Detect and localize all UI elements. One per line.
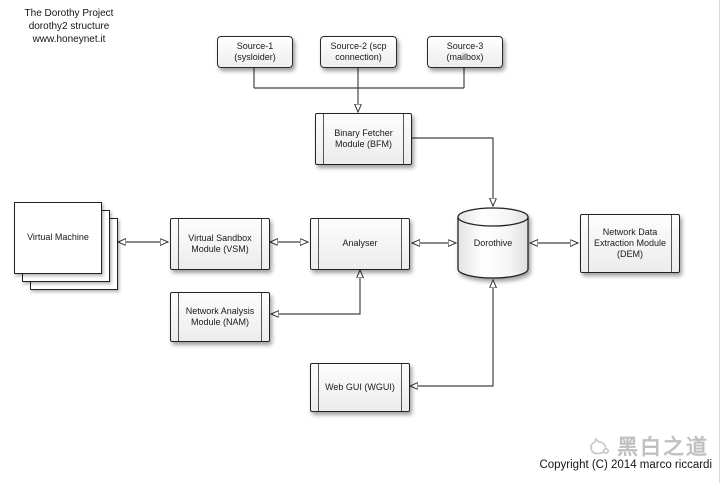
node-dem-label: Network Data Extraction Module (DEM) [593,226,667,260]
edge-sources-bus [253,66,465,89]
edge-bfm-to-dorothive [410,137,493,206]
node-dorothive-label: Dorothive [473,238,513,248]
node-wgui-label: Web GUI (WGUI) [325,381,395,392]
title-line-3: www.honeynet.it [32,34,106,45]
node-dem: Network Data Extraction Module (DEM) [580,214,680,273]
node-nam-label: Network Analysis Module (NAM) [185,305,255,327]
node-wgui: Web GUI (WGUI) [310,363,410,412]
node-virtual-machine-label: Virtual Machine [27,232,89,243]
node-vsm-label: Virtual Sandbox Module (VSM) [188,232,252,254]
copyright-text: Copyright (C) 2014 marco riccardi [539,459,712,471]
dorothive-cylinder [457,207,529,279]
node-source-2-label: Source-2 (scp connection) [330,40,387,62]
node-source-1: Source-1 (sysloider) [217,36,293,68]
brand-watermark: 黑白之道 [586,431,709,461]
title-line-2: dorothy2 structure [28,21,110,32]
node-vsm: Virtual Sandbox Module (VSM) [170,218,270,270]
node-bfm: Binary Fetcher Module (BFM) [315,113,412,165]
vm-sheet-front: Virtual Machine [14,202,102,274]
node-analyser-label: Analyser [342,238,378,249]
node-source-1-label: Source-1 (sysloider) [234,40,276,62]
node-analyser: Analyser [310,218,410,270]
node-source-2: Source-2 (scp connection) [320,36,397,68]
node-source-3: Source-3 (mailbox) [427,36,503,68]
node-bfm-label: Binary Fetcher Module (BFM) [334,127,393,149]
node-nam: Network Analysis Module (NAM) [170,292,270,342]
node-source-3-label: Source-3 (mailbox) [446,40,484,62]
title-line-1: The Dorothy Project [24,8,114,19]
node-virtual-machine: Virtual Machine [14,202,118,290]
diagram-title: The Dorothy Project dorothy2 structure w… [4,7,134,46]
brand-name: 黑白之道 [617,436,709,459]
edge-dorothive-wgui [410,280,493,386]
brand-logo-icon [590,437,609,455]
edge-analyser-nam [271,270,360,314]
